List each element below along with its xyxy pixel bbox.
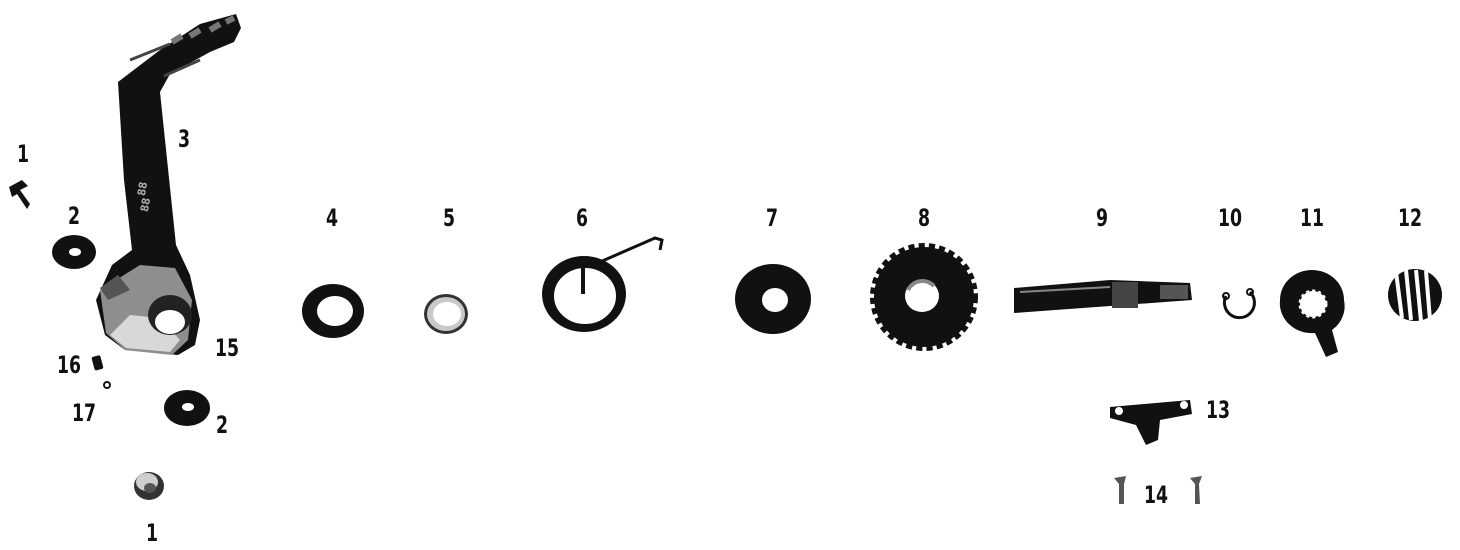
callout-5-bushing: 5 <box>443 206 455 230</box>
circlip-part-icon <box>1223 289 1254 318</box>
callout-14-plate-screws: 14 <box>1144 483 1168 507</box>
callout-12-ratchet-spring: 12 <box>1398 206 1422 230</box>
callout-3-kick-lever: 3 <box>178 127 190 151</box>
kick-lever-part-icon: 88 88 <box>96 14 241 355</box>
callout-15-lever-boss: 15 <box>215 336 239 360</box>
callout-4-oil-seal: 4 <box>326 206 338 230</box>
svg-text:88: 88 <box>135 181 150 197</box>
thrust-washer-part-icon <box>735 264 811 334</box>
screw-part-icon <box>9 180 30 209</box>
callout-1-screw: 1 <box>17 142 29 166</box>
svg-text:88: 88 <box>138 197 153 213</box>
callout-1-cap-bottom: 1 <box>146 521 158 545</box>
ratchet-part-icon <box>1280 270 1345 357</box>
callout-2-washer: 2 <box>68 204 80 228</box>
callout-2-washer-bottom: 2 <box>216 413 228 437</box>
callout-6-return-spring: 6 <box>576 206 588 230</box>
cap-bottom-part-icon <box>134 472 164 500</box>
callout-16-detent-spring: 16 <box>57 353 81 377</box>
return-spring-part-icon <box>542 238 662 332</box>
detent-spring-part-icon <box>91 355 103 371</box>
callout-13-guide-plate: 13 <box>1206 398 1230 422</box>
kick-gear-part-icon <box>874 247 974 347</box>
washer-top-part-icon <box>52 235 96 269</box>
washer-bottom-part-icon <box>164 390 210 426</box>
kick-shaft-part-icon <box>1014 280 1192 313</box>
ratchet-spring-part-icon <box>1388 269 1442 321</box>
detent-ball-part-icon <box>104 382 110 388</box>
callout-9-kick-shaft: 9 <box>1096 206 1108 230</box>
guide-plate-part-icon <box>1110 400 1192 445</box>
oil-seal-part-icon <box>302 284 364 338</box>
bushing-part-icon <box>424 294 468 334</box>
callout-8-kick-gear: 8 <box>918 206 930 230</box>
callout-17-detent-ball: 17 <box>72 401 96 425</box>
callout-7-thrust-washer: 7 <box>766 206 778 230</box>
callout-11-ratchet: 11 <box>1300 206 1324 230</box>
callout-10-circlip: 10 <box>1218 206 1242 230</box>
